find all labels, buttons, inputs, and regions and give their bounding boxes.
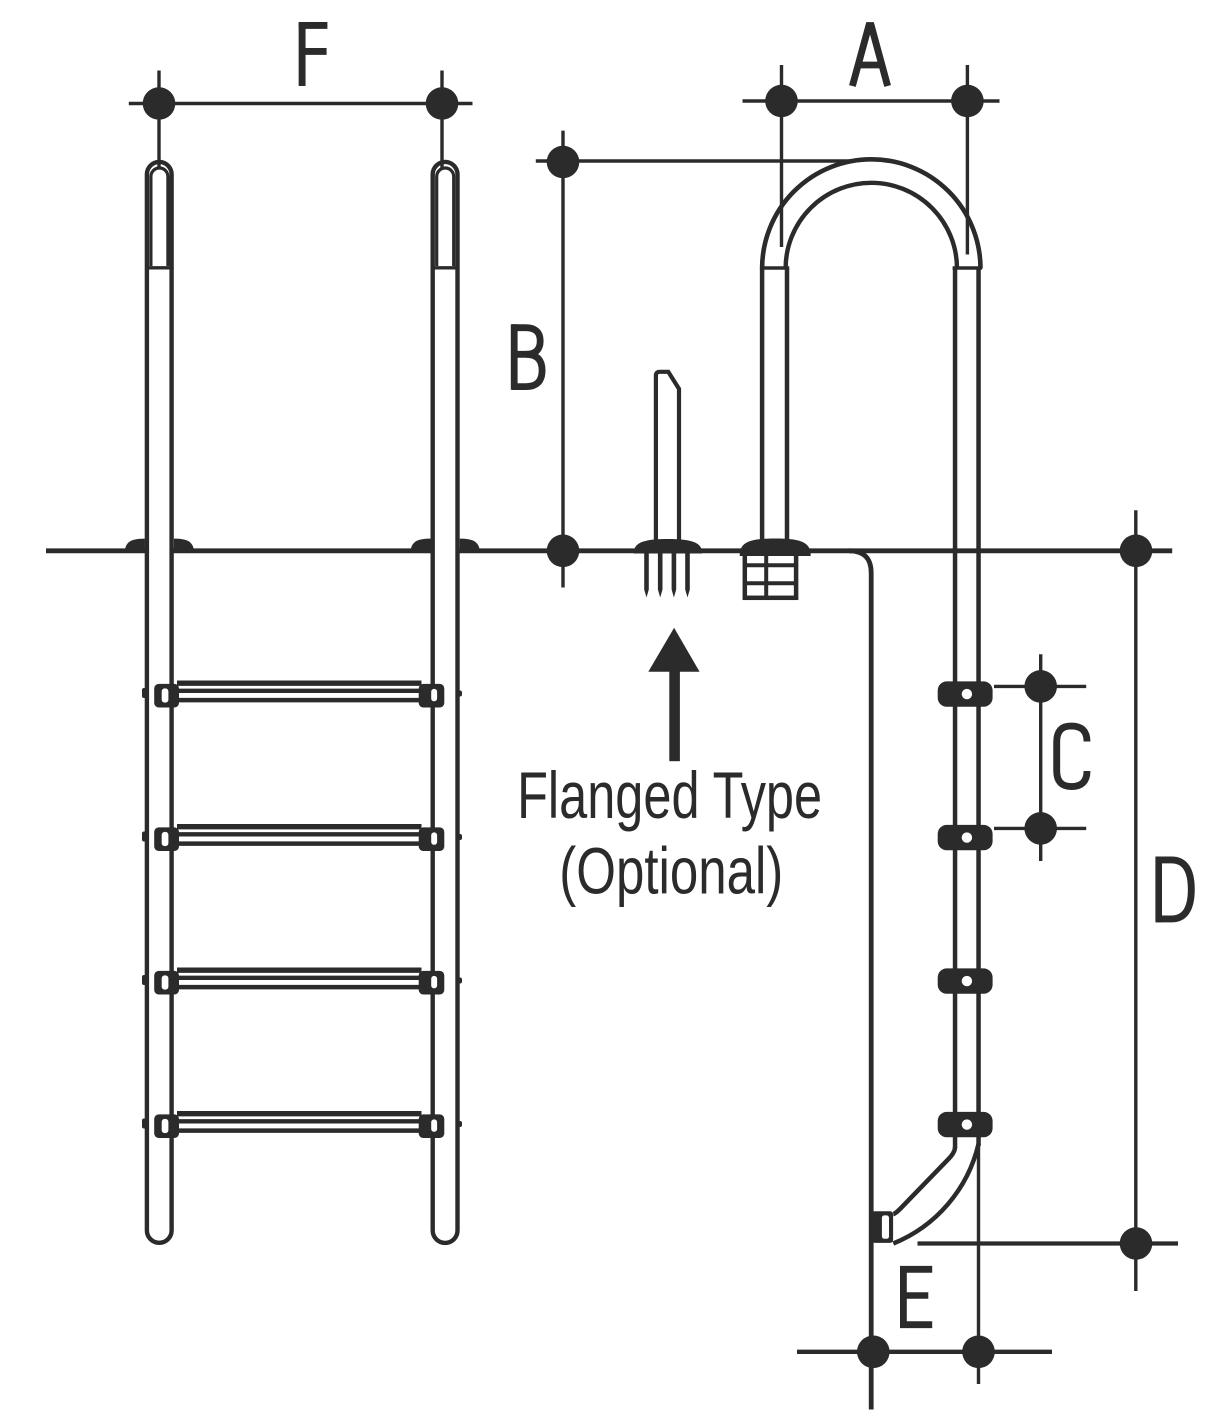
svg-text:Flanged Type: Flanged Type	[517, 758, 822, 832]
svg-text:(Optional): (Optional)	[559, 834, 783, 908]
